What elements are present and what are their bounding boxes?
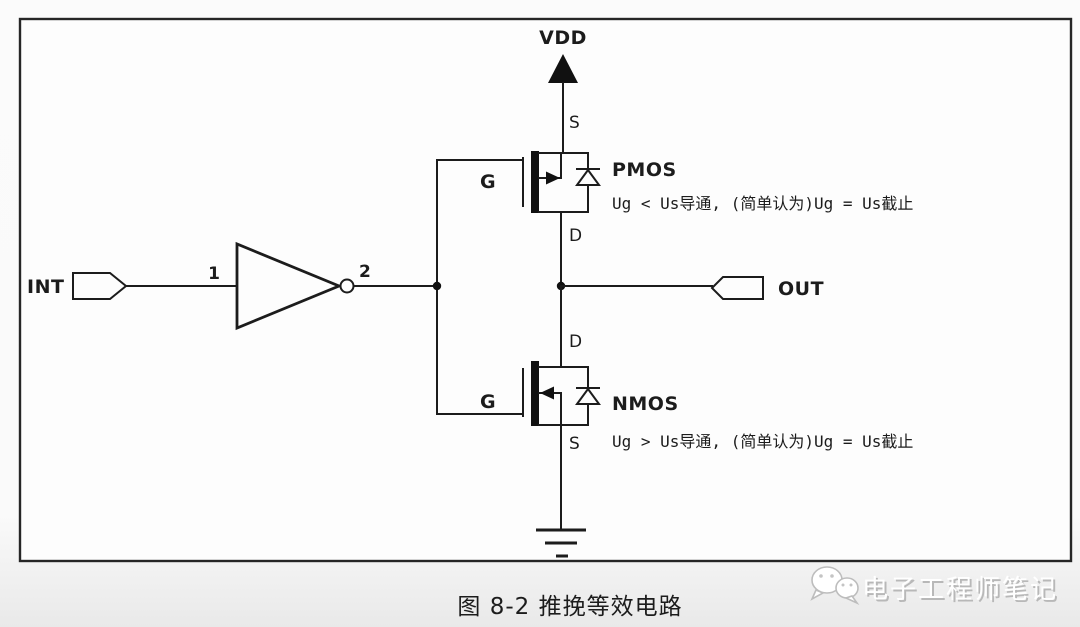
nmos-arrow-icon <box>540 386 554 400</box>
nmos-name-label: NMOS <box>612 393 679 415</box>
nmos-transistor: G D S <box>436 285 601 531</box>
gate-junction-dot <box>432 281 442 291</box>
output-connector-icon <box>710 276 764 300</box>
int-label: INT <box>27 276 64 298</box>
nmos-drain-label: D <box>569 332 582 352</box>
pmos-name-label: PMOS <box>612 159 677 181</box>
vdd-label: VDD <box>539 27 587 49</box>
pmos-channel-bar <box>531 151 539 213</box>
inverter: 1 2 <box>208 241 438 331</box>
nmos-channel-bar <box>531 361 539 426</box>
output-port: OUT <box>710 276 824 300</box>
input-connector-icon <box>72 272 128 300</box>
inverter-output-pin-label: 2 <box>359 262 371 282</box>
pmos-source-label: S <box>569 113 580 133</box>
wechat-icon <box>810 566 860 605</box>
nmos-source-label: S <box>569 434 580 454</box>
watermark-text-shadow: 电子工程师笔记 <box>864 577 1060 607</box>
pmos-gate-label: G <box>480 171 496 193</box>
diagram-border <box>18 17 1073 563</box>
pmos-arrow-icon <box>546 171 560 185</box>
input-port: INT <box>27 272 238 300</box>
vdd-arrow-icon <box>548 54 578 83</box>
watermark: 电子工程师笔记 电子工程师笔记 <box>810 566 1060 607</box>
pmos-transistor: G S D <box>436 113 601 287</box>
watermark-text: 电子工程师笔记 <box>862 575 1058 605</box>
pmos-body-diode-icon <box>575 168 601 186</box>
inverter-bubble-icon <box>339 278 355 294</box>
nmos-body-diode-icon <box>575 387 601 405</box>
nmos-gate-label: G <box>480 391 496 413</box>
inverter-input-pin-label: 1 <box>208 264 220 284</box>
ground-icon <box>536 528 586 558</box>
inverter-triangle-icon <box>235 241 343 331</box>
out-label: OUT <box>778 278 824 300</box>
vdd-power: VDD <box>539 27 587 154</box>
pmos-note: Ug < Us导通, (简单认为)Ug = Us截止 <box>612 194 913 213</box>
pmos-drain-label: D <box>569 226 582 246</box>
nmos-note: Ug > Us导通, (简单认为)Ug = Us截止 <box>612 432 913 451</box>
figure-caption: 图 8-2 推挽等效电路 <box>457 594 682 620</box>
